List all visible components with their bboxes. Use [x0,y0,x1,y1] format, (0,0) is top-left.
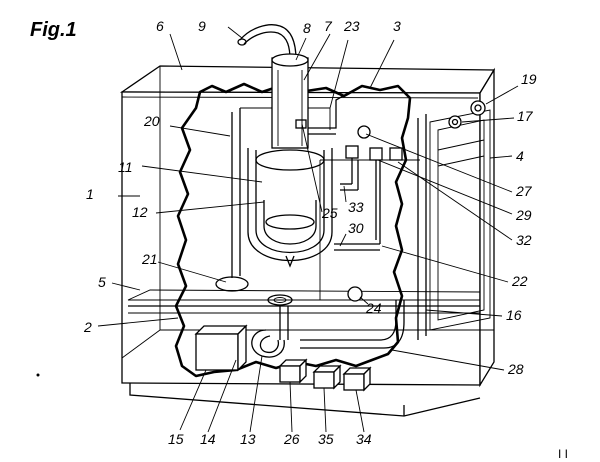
label-27: 27 [515,183,533,199]
label-17: 17 [517,108,534,124]
label-20: 20 [143,113,160,129]
label-26: 26 [283,431,300,447]
label-16: 16 [506,307,522,323]
label-6: 6 [156,18,164,34]
fitting-24 [347,286,363,302]
tray-shelf [127,276,481,314]
label-28: 28 [507,361,524,377]
label-30: 30 [348,220,364,236]
label-33: 33 [348,199,364,215]
label-29: 29 [515,207,532,223]
reference-labels: 9 6 8 7 23 3 19 17 4 20 11 1 12 25 33 27… [83,18,537,447]
label-2: 2 [83,319,92,335]
u-vessel [247,148,333,268]
label-8: 8 [303,20,311,36]
cylinder-tube [271,53,309,149]
leader-lines [97,26,519,433]
control-boxes [278,358,372,392]
label-25: 25 [321,205,338,221]
label-7: 7 [324,18,333,34]
label-5: 5 [98,274,106,290]
right-connectors [448,100,486,129]
valve-group [334,125,403,251]
side-panel [429,109,491,331]
label-19: 19 [521,71,537,87]
label-32: 32 [516,232,532,248]
inlet-pipe [237,24,297,61]
figure-title: Fig.1 [30,19,77,41]
label-4: 4 [516,148,524,164]
label-24: 24 [365,300,382,316]
label-9: 9 [198,18,206,34]
label-12: 12 [132,204,148,220]
label-15: 15 [168,431,184,447]
label-21: 21 [141,251,158,267]
pump-box [194,324,248,372]
label-35: 35 [318,431,334,447]
label-1: 1 [86,186,94,202]
bracket-arm [308,91,351,135]
lower-piping [251,300,405,358]
label-3: 3 [393,18,401,34]
page-mark: I I [558,447,568,461]
label-11: 11 [118,159,133,175]
label-34: 34 [356,431,372,447]
label-14: 14 [200,431,216,447]
label-23: 23 [343,18,360,34]
label-13: 13 [240,431,256,447]
label-22: 22 [511,273,528,289]
